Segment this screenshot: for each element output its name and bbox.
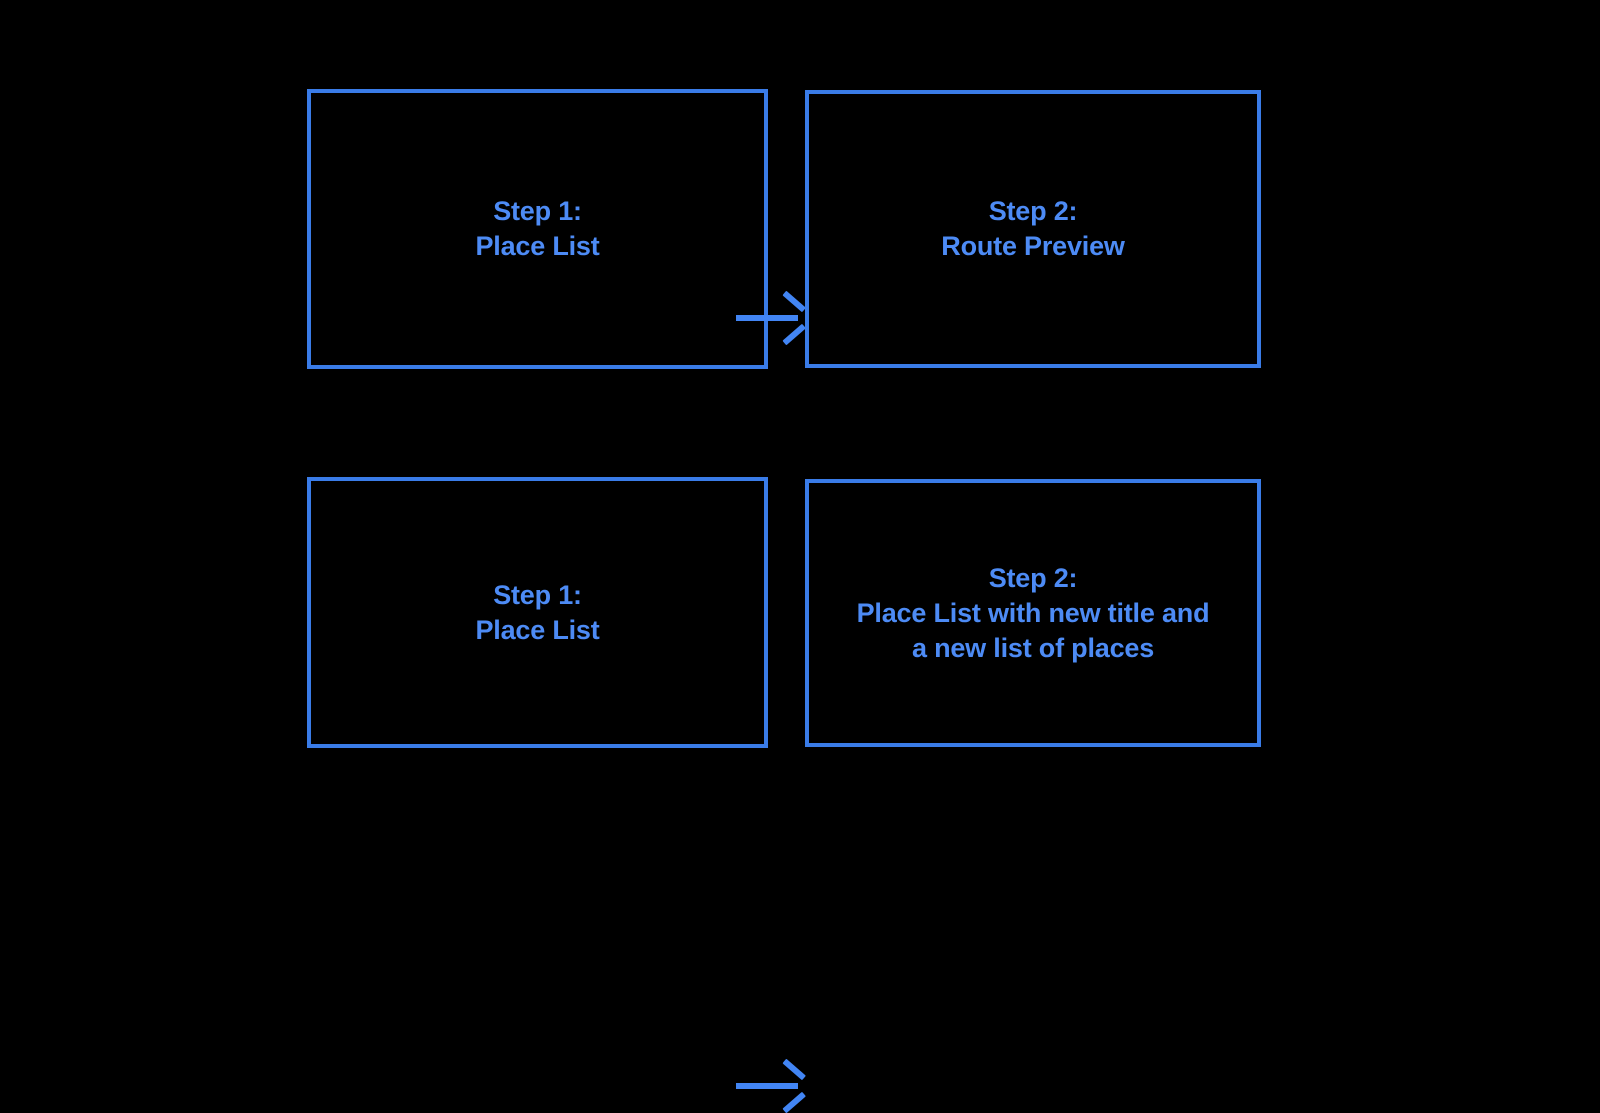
diagram-canvas: Step 1: Place List Step 2: Route Preview… <box>0 89 1600 1113</box>
step-box-step-2-route-preview[interactable]: Step 2: Route Preview <box>805 90 1261 368</box>
arrow-head-lower-barb <box>782 1091 806 1113</box>
connector-arrow-right <box>736 1058 808 1113</box>
step-box-label: Step 1: Place List <box>475 579 600 645</box>
arrow-head-lower-barb <box>782 323 806 346</box>
step-box-label: Step 1: Place List <box>475 196 600 261</box>
step-box-step-1-place-list[interactable]: Step 1: Place List <box>307 477 768 748</box>
arrow-right-icon <box>774 1058 808 1113</box>
step-box-label: Step 2: Route Preview <box>941 196 1125 261</box>
flow-row-route-preview: Step 1: Place List Step 2: Route Preview <box>0 89 1600 369</box>
step-box-step-1-place-list[interactable]: Step 1: Place List <box>307 89 768 369</box>
arrow-shaft <box>736 315 798 321</box>
arrow-head-upper-barb <box>782 1058 806 1081</box>
arrow-head-upper-barb <box>782 290 806 313</box>
step-box-step-2-place-list-updated[interactable]: Step 2: Place List with new title and a … <box>805 479 1261 747</box>
step-box-label: Step 2: Place List with new title and a … <box>856 562 1210 663</box>
flow-row-place-list-update: Step 1: Place List Step 2: Place List wi… <box>0 477 1600 1113</box>
connector-arrow-right <box>736 290 808 346</box>
arrow-right-icon <box>774 290 808 346</box>
